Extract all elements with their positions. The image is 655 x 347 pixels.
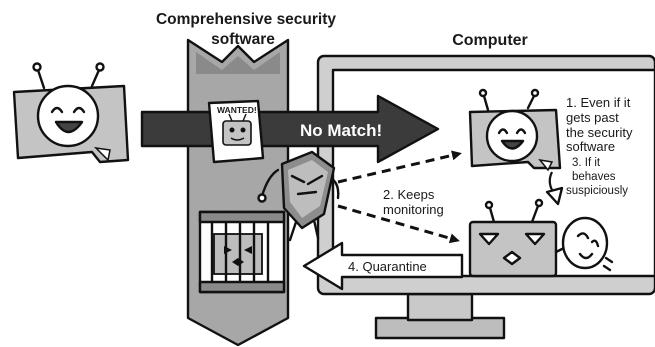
step2-line2: monitoring <box>383 202 444 217</box>
wanted-poster-icon <box>207 99 265 164</box>
step3-line2: behaves <box>572 171 616 183</box>
step3-line1: 3. If it <box>572 157 601 169</box>
quarantine-arrow <box>302 241 464 291</box>
wink-face-icon <box>554 216 614 272</box>
software-title-line1: Comprehensive security <box>156 11 336 28</box>
no-match-arrow <box>140 94 440 164</box>
robot-icon <box>468 88 562 172</box>
jail-cage-icon <box>198 210 286 294</box>
wanted-poster-label: WANTED! <box>217 105 257 115</box>
shield-guard-icon <box>257 150 340 242</box>
suspicious-robot-icon <box>468 198 558 278</box>
computer-title: Computer <box>452 32 528 49</box>
security-software-banner <box>186 38 290 347</box>
step1-line4: software <box>566 139 615 154</box>
step3-line3: suspiciously <box>566 185 628 197</box>
step1-line3: the security <box>566 125 633 140</box>
software-title-line2: software <box>211 31 275 48</box>
step1-line1: 1. Even if it <box>566 95 631 110</box>
monitoring-arrows <box>337 150 462 244</box>
step1-line2: gets past <box>566 110 619 125</box>
step4-label: 4. Quarantine <box>348 259 427 274</box>
step2-line1: 2. Keeps <box>383 187 435 202</box>
transform-arrow <box>545 171 564 206</box>
no-match-label: No Match! <box>300 121 382 140</box>
robot-icon <box>12 62 130 164</box>
